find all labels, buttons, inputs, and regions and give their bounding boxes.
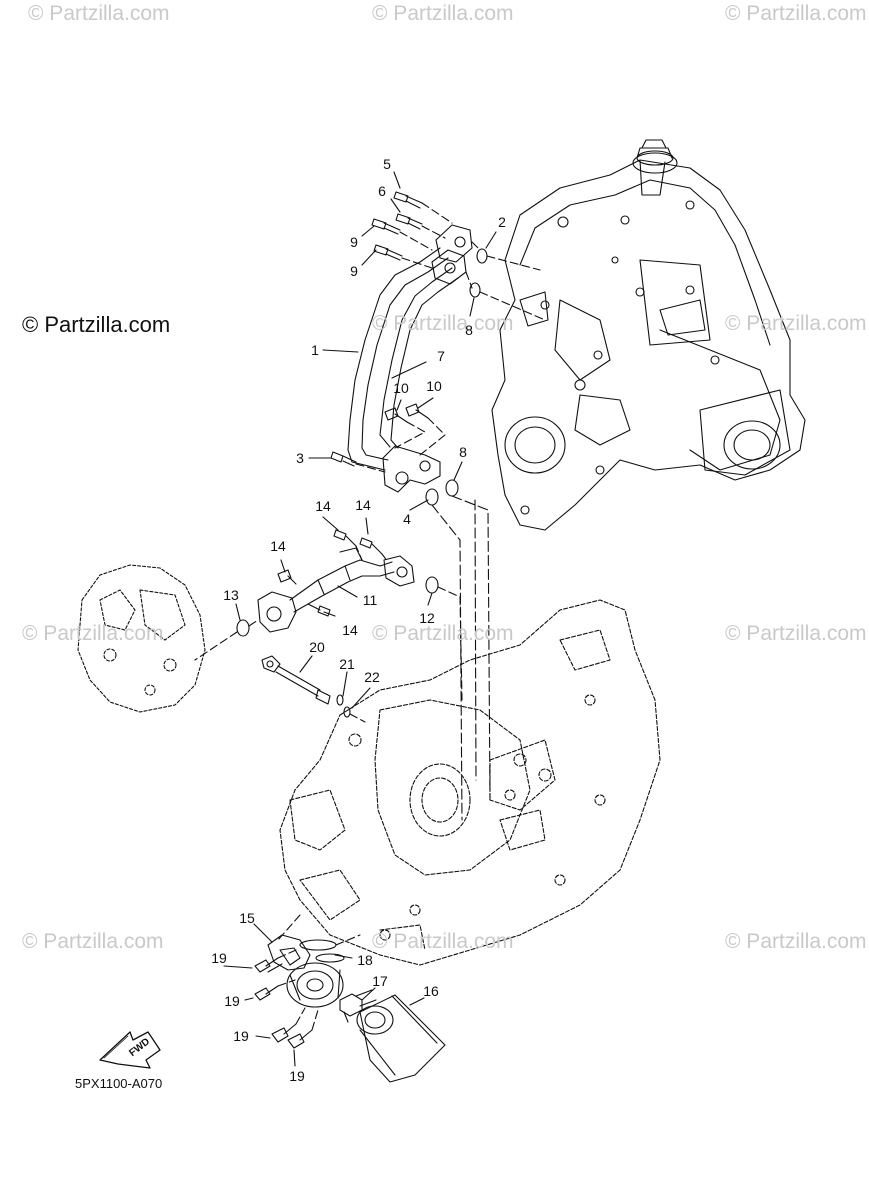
callout-4: 4 [403,511,411,527]
o-ring-2 [476,248,488,264]
bolt-19c [271,1023,297,1043]
callout-22: 22 [364,669,380,685]
callout-14a: 14 [315,498,331,514]
callout-7: 7 [437,348,445,364]
callout-21: 21 [339,656,355,672]
watermark-row3-left: © Partzilla.com [22,622,164,645]
oil-pipe-11 [257,547,415,633]
oil-pipe-20 [261,655,331,705]
callout-9b: 9 [350,263,358,279]
callout-8-top: 8 [465,322,473,338]
callout-19c: 19 [233,1028,249,1044]
callout-10b: 10 [426,378,442,394]
o-ring-8-mid [445,479,459,497]
callout-16: 16 [423,983,439,999]
o-ring-12 [425,576,439,594]
watermark-mid-center: © Partzilla.com [372,312,514,335]
bolt-19d [287,1029,313,1049]
watermark-row3-right: © Partzilla.com [725,622,867,645]
bolt-6 [395,213,423,230]
o-ring-13 [236,619,250,637]
watermark-row4-right: © Partzilla.com [725,930,867,953]
o-ring-8-top [469,282,481,298]
bolt-14d [307,603,331,617]
callout-13: 13 [223,587,239,603]
callout-1: 1 [311,342,319,358]
crankcase-lower [279,599,661,966]
oil-filter-16 [356,994,446,1083]
callout-19d: 19 [289,1068,305,1084]
callout-15: 15 [239,910,255,926]
callout-2: 2 [498,214,506,230]
bolt-3 [330,451,357,467]
callout-11: 11 [362,592,378,608]
bolt-19b [254,985,279,1001]
bolt-14a [333,529,357,547]
callout-19a: 19 [211,950,227,966]
o-ring-4 [425,488,439,506]
callout-9a: 9 [350,234,358,250]
bolt-10b [405,403,429,419]
callout-10a: 10 [393,380,409,396]
filter-mount [286,962,344,1008]
watermark-row3-center: © Partzilla.com [372,622,514,645]
watermark-top-center: © Partzilla.com [372,2,514,25]
watermark-row4-left: © Partzilla.com [22,930,164,953]
callout-20: 20 [309,639,325,655]
diagram-code: 5PX1100-A070 [75,1076,163,1091]
callout-18: 18 [357,952,373,968]
callout-17: 17 [372,973,388,989]
callout-8-mid: 8 [459,444,467,460]
watermark-top-right: © Partzilla.com [725,2,867,25]
callout-19b: 19 [224,993,240,1009]
bolt-14c [277,569,297,585]
bolt-5 [393,191,423,209]
watermark-row4-center: © Partzilla.com [372,930,514,953]
o-ring-22 [343,706,351,718]
crankcase-cover-upper [491,139,806,531]
callout-5: 5 [383,156,391,172]
callout-6: 6 [378,183,386,199]
fwd-arrow-icon [99,1031,161,1069]
callout-12: 12 [419,610,435,626]
washer-21 [336,694,344,706]
watermark-top-left: © Partzilla.com [28,2,170,25]
callout-14d: 14 [342,622,358,638]
callout-14b: 14 [355,497,371,513]
bolt-10a [384,407,408,423]
bolt-9b [373,244,403,261]
o-ring-18 [299,939,337,951]
bolt-19a [254,957,283,973]
watermark-mid-right: © Partzilla.com [725,312,867,335]
callout-3: 3 [296,450,304,466]
side-cover-left [77,564,206,713]
bolt-14b [359,537,383,555]
bolt-9a [371,218,401,235]
watermark-main: © Partzilla.com [22,312,171,337]
callout-14c: 14 [270,538,286,554]
filter-bracket-15 [267,934,311,971]
oil-delivery-pipe [347,224,473,493]
